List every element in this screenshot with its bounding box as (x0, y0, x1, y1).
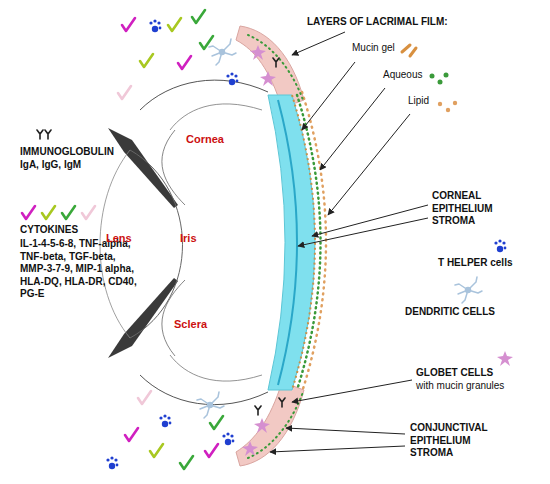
leader-line (302, 62, 355, 130)
cytokine-check (178, 56, 191, 69)
cytokine-check (192, 10, 205, 23)
immunoglobulin-symbol (37, 130, 43, 139)
cell-note: with mucin granules (416, 380, 546, 393)
t-helper-symbol (159, 414, 171, 427)
lens-outline (130, 150, 183, 338)
dendritic-symbol (197, 392, 224, 418)
t-helper-symbol (222, 432, 234, 445)
t-helper-symbol (149, 19, 161, 32)
cytokine-check (42, 206, 55, 219)
leader-line (292, 380, 412, 402)
cytokine-check (125, 428, 138, 441)
goblet-cell (260, 71, 276, 86)
legend-heading: IMMUNOGLOBULIN (20, 146, 150, 159)
leader-line (286, 428, 405, 434)
tissue-label: CONJUNCTIVAL EPITHELIUM STROMA (410, 422, 502, 460)
dendritic-symbol (455, 277, 482, 303)
tissue-label: CORNEAL EPITHELIUM STROMA (432, 190, 514, 228)
aqueous-symbol (430, 73, 449, 85)
cytokine-check (122, 18, 135, 31)
cytokine-check (138, 391, 151, 404)
mucin-layer (292, 95, 315, 390)
lipid-layer (302, 92, 326, 392)
corneal-epithelium-line (278, 100, 297, 385)
goblet-cell (497, 351, 513, 366)
goblet-cell (242, 441, 258, 456)
cytokine-check (22, 206, 35, 219)
leader-line (270, 446, 405, 452)
lipid-symbol (438, 101, 457, 112)
leader-line (320, 88, 385, 170)
t-helper-symbol (106, 456, 118, 469)
cell-label: T HELPER cells (438, 257, 548, 270)
layer-label: Mucin gel (352, 42, 432, 55)
t-helper-symbol (226, 72, 238, 85)
part-name: Lens (106, 232, 156, 246)
aqueous-layer (297, 95, 321, 390)
sclera-line (170, 355, 262, 381)
cytokine-check (118, 86, 131, 99)
iris-section (108, 278, 178, 358)
cell-label: DENDRITIC CELLS (405, 306, 535, 319)
leader-line (328, 114, 410, 215)
cytokine-check (140, 54, 153, 67)
immunoglobulin-symbol (279, 398, 285, 407)
sclera-line (140, 80, 268, 110)
t-helper-symbol (494, 239, 506, 252)
cytokine-check (62, 206, 75, 219)
cytokine-check (180, 456, 193, 469)
leader-line (292, 32, 345, 55)
immunoglobulin-symbol (273, 58, 279, 67)
mucin-symbol (402, 45, 416, 56)
leader-line (298, 218, 428, 246)
immunoglobulin-symbol (45, 130, 51, 139)
conjunctiva-bottom (236, 382, 304, 466)
legend-body: IgA, IgG, IgM (20, 159, 150, 172)
part-name: Iris (180, 232, 230, 246)
section-heading: LAYERS OF LACRIMAL FILM: (307, 16, 507, 29)
part-name: Sclera (174, 318, 234, 332)
cytokine-check (210, 416, 223, 429)
goblet-cell (250, 45, 266, 60)
leader-line (312, 205, 428, 236)
cytokine-check (82, 206, 95, 219)
cytokine-check (205, 444, 218, 457)
ciliary-line (162, 130, 185, 205)
dendritic-symbol (209, 39, 236, 65)
sclera-line (170, 104, 262, 130)
goblet-cell (254, 418, 270, 433)
cytokine-check (168, 18, 181, 31)
layer-label: Lipid (408, 95, 468, 108)
aqueous-layer (248, 35, 303, 100)
immunoglobulin-symbol (255, 406, 261, 415)
legend-body: IL-1-4-5-6-8, TNF-alpha, TNF-beta, TGF-b… (20, 238, 138, 301)
cell-label: GLOBET CELLS (416, 367, 536, 380)
cytokine-check (150, 444, 163, 457)
layer-label: Aqueous (383, 69, 463, 82)
part-name: Cornea (186, 133, 246, 147)
